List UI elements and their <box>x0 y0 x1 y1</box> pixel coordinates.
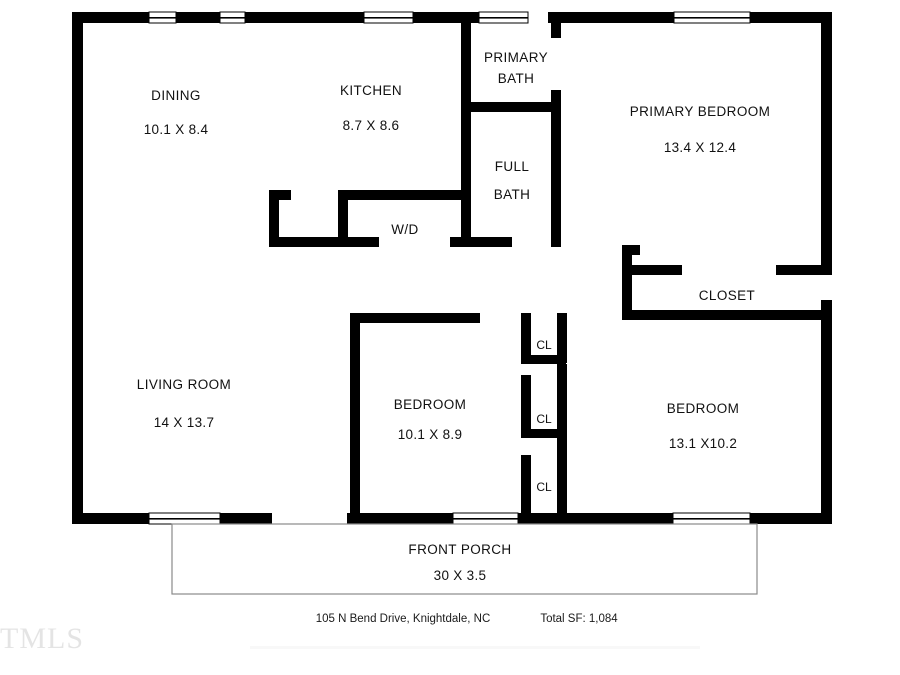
label-bedroom-3: BEDROOM <box>667 401 740 416</box>
watermark: TMLS <box>0 622 700 655</box>
label-full-bath-line1: FULL <box>495 159 530 174</box>
dims-living-room: 14 X 13.7 <box>154 415 215 430</box>
label-primary-bedroom: PRIMARY BEDROOM <box>630 104 771 119</box>
window-primary-bedroom-top <box>673 11 751 24</box>
label-cl-3: CL <box>536 480 552 494</box>
window-kitchen-top-left <box>219 11 246 24</box>
dims-kitchen: 8.7 X 8.6 <box>343 118 400 133</box>
label-cl-2: CL <box>536 412 552 426</box>
watermark-label: TMLS <box>0 622 84 655</box>
label-front-porch: FRONT PORCH <box>408 542 511 557</box>
interior-walls <box>269 12 832 513</box>
room-labels: DINING 10.1 X 8.4 KITCHEN 8.7 X 8.6 PRIM… <box>137 50 770 494</box>
window-kitchen-top-right <box>363 11 414 24</box>
window-living-room-bottom <box>148 512 221 525</box>
windows <box>148 11 751 525</box>
dims-front-porch: 30 X 3.5 <box>434 568 487 583</box>
label-bedroom-2: BEDROOM <box>394 397 467 412</box>
dims-bedroom-3: 13.1 X10.2 <box>669 436 737 451</box>
window-bedroom2-bottom <box>452 512 519 525</box>
footer-address: 105 N Bend Drive, Knightdale, NC <box>316 613 491 625</box>
window-primary-bath-top <box>478 11 529 24</box>
label-dining: DINING <box>151 88 201 103</box>
label-kitchen: KITCHEN <box>340 83 402 98</box>
label-primary-bath-line1: PRIMARY <box>484 50 548 65</box>
dims-bedroom-2: 10.1 X 8.9 <box>398 427 463 442</box>
dims-primary-bedroom: 13.4 X 12.4 <box>664 140 737 155</box>
label-living-room: LIVING ROOM <box>137 377 231 392</box>
label-cl-1: CL <box>536 338 552 352</box>
label-full-bath-line2: BATH <box>494 187 531 202</box>
front-porch: FRONT PORCH 30 X 3.5 <box>171 523 758 595</box>
footer-total-sf: Total SF: 1,084 <box>540 613 618 625</box>
dims-dining: 10.1 X 8.4 <box>144 122 209 137</box>
exterior-walls <box>72 12 832 524</box>
footer: 105 N Bend Drive, Knightdale, NC Total S… <box>316 613 619 625</box>
label-laundry: W/D <box>391 222 418 237</box>
label-closet: CLOSET <box>699 288 755 303</box>
window-bedroom3-bottom <box>672 512 751 525</box>
label-primary-bath-line2: BATH <box>498 71 535 86</box>
window-dining-top <box>148 11 177 24</box>
